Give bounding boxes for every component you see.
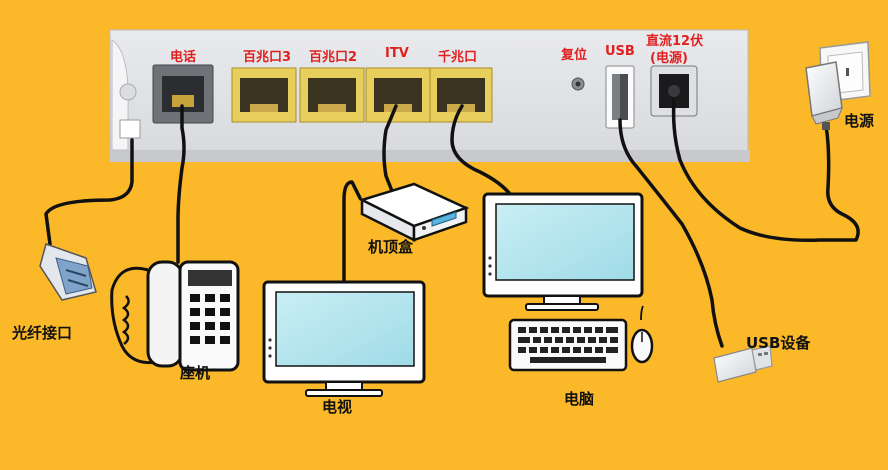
label-usb-device: USB设备 (746, 334, 811, 352)
label-itv-port: ITV (385, 46, 409, 61)
fiber-connector-icon (39, 243, 97, 301)
label-dc-port-sub: (电源) (650, 51, 688, 66)
ethernet-ports (231, 67, 493, 123)
landline-phone-icon (110, 260, 240, 372)
port-itv (365, 67, 431, 123)
label-power: 电源 (844, 112, 875, 130)
label-landline: 座机 (180, 364, 211, 382)
pc-icon (482, 192, 654, 372)
pc-keyboard-icon (508, 318, 628, 372)
label-lan2-port: 百兆口2 (309, 50, 358, 65)
fiber-cable (44, 138, 134, 246)
label-reset: 复位 (561, 48, 588, 63)
label-gigabit-port: 千兆口 (438, 50, 478, 65)
port-lan3 (231, 67, 297, 123)
label-pc: 电脑 (564, 390, 595, 408)
pc-monitor (482, 192, 644, 311)
label-lan3-port: 百兆口3 (243, 50, 292, 65)
port-gigabit (429, 67, 493, 123)
settop-box-icon (358, 182, 470, 243)
label-usb-port: USB (605, 44, 635, 59)
phone-cable (176, 104, 186, 264)
fiber-port (119, 119, 141, 139)
cables (44, 98, 860, 348)
usb-device-icon (713, 345, 773, 383)
phone-port (152, 64, 214, 124)
reset-button (571, 77, 585, 91)
settop-to-tv-cable (342, 180, 362, 284)
power-adapter-icon (805, 41, 871, 130)
usb-cable (618, 118, 724, 348)
pc-mouse-icon (630, 305, 654, 364)
itv-cable (382, 104, 398, 198)
label-fiber: 光纤接口 (12, 324, 73, 342)
label-phone-port: 电话 (170, 50, 197, 65)
usb-port (605, 65, 635, 129)
tv-icon (262, 280, 426, 397)
dc-cable (671, 98, 860, 242)
port-lan2 (299, 67, 365, 123)
pc-cable (450, 104, 512, 196)
label-settop: 机顶盒 (368, 238, 414, 256)
label-tv: 电视 (322, 398, 353, 416)
label-dc-port: 直流12伏 (646, 34, 704, 49)
